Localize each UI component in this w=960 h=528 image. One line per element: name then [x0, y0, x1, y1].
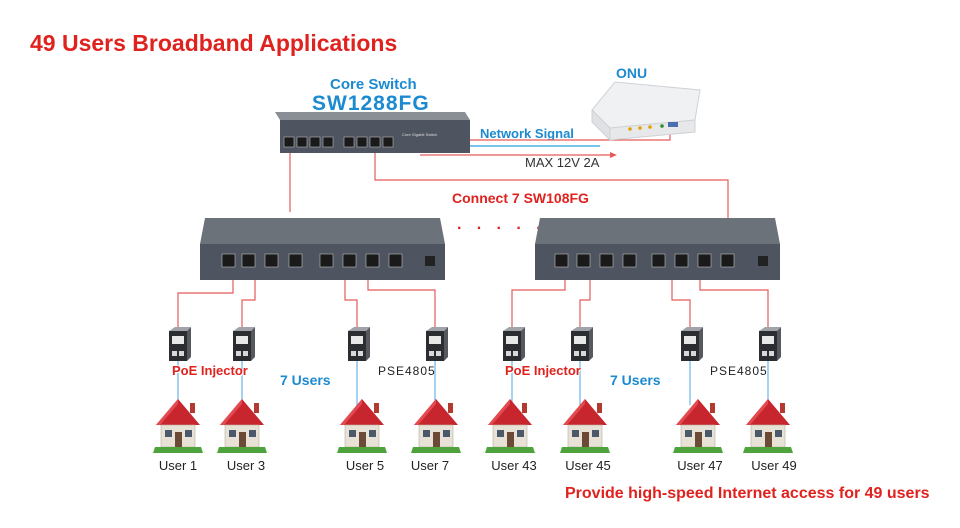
user-label: User 49	[751, 458, 797, 473]
poe-injector-icon	[169, 327, 191, 361]
connect-label: Connect 7 SW108FG	[452, 190, 589, 206]
user-label: User 47	[677, 458, 723, 473]
user-label: User 1	[158, 458, 198, 473]
power-label: MAX 12V 2A	[525, 155, 600, 170]
house-icon	[216, 398, 268, 454]
users-count-label: 7 Users	[280, 372, 331, 388]
user-label: User 45	[565, 458, 611, 473]
house-icon	[410, 398, 462, 454]
core-switch: Core Gigabit Switch	[275, 112, 470, 153]
house-icon	[742, 398, 794, 454]
poe-injector-label: PoE Injector	[505, 363, 581, 378]
house-icon	[672, 398, 724, 454]
poe-injector-icon	[681, 327, 703, 361]
houses	[152, 398, 794, 454]
house-icon	[336, 398, 388, 454]
pse-model-label: PSE4805	[378, 364, 436, 378]
poe-injector-label: PoE Injector	[172, 363, 248, 378]
poe-injector-icon	[571, 327, 593, 361]
network-signal-label: Network Signal	[480, 126, 574, 141]
user-label: User 5	[345, 458, 385, 473]
poe-injector-icon	[348, 327, 370, 361]
user-label: User 43	[491, 458, 537, 473]
poe-injectors	[169, 327, 781, 361]
pse-model-label: PSE4805	[710, 364, 768, 378]
onu-device	[591, 81, 701, 142]
core-switch-panel-text: Core Gigabit Switch	[402, 132, 437, 137]
poe-injector-icon	[233, 327, 255, 361]
onu-label: ONU	[616, 65, 648, 81]
poe-injector-icon	[759, 327, 781, 361]
house-icon	[152, 398, 204, 454]
house-icon	[484, 398, 536, 454]
user-label: User 7	[410, 458, 450, 473]
access-switch-right	[535, 218, 780, 280]
poe-injector-icon	[503, 327, 525, 361]
continuation-dots: · · · · · ·	[457, 220, 567, 237]
poe-injector-icon	[426, 327, 448, 361]
core-switch-model: SW1288FG	[312, 92, 430, 115]
core-switch-label: Core Switch	[330, 76, 417, 93]
user-label: User 3	[226, 458, 266, 473]
page-title: 49 Users Broadband Applications	[30, 30, 398, 56]
access-switch-left	[200, 218, 445, 280]
house-icon	[559, 398, 611, 454]
footer-caption: Provide high-speed Internet access for 4…	[565, 485, 930, 502]
power-arrow	[610, 152, 617, 158]
users-count-label: 7 Users	[610, 372, 661, 388]
user-lines	[177, 360, 769, 405]
